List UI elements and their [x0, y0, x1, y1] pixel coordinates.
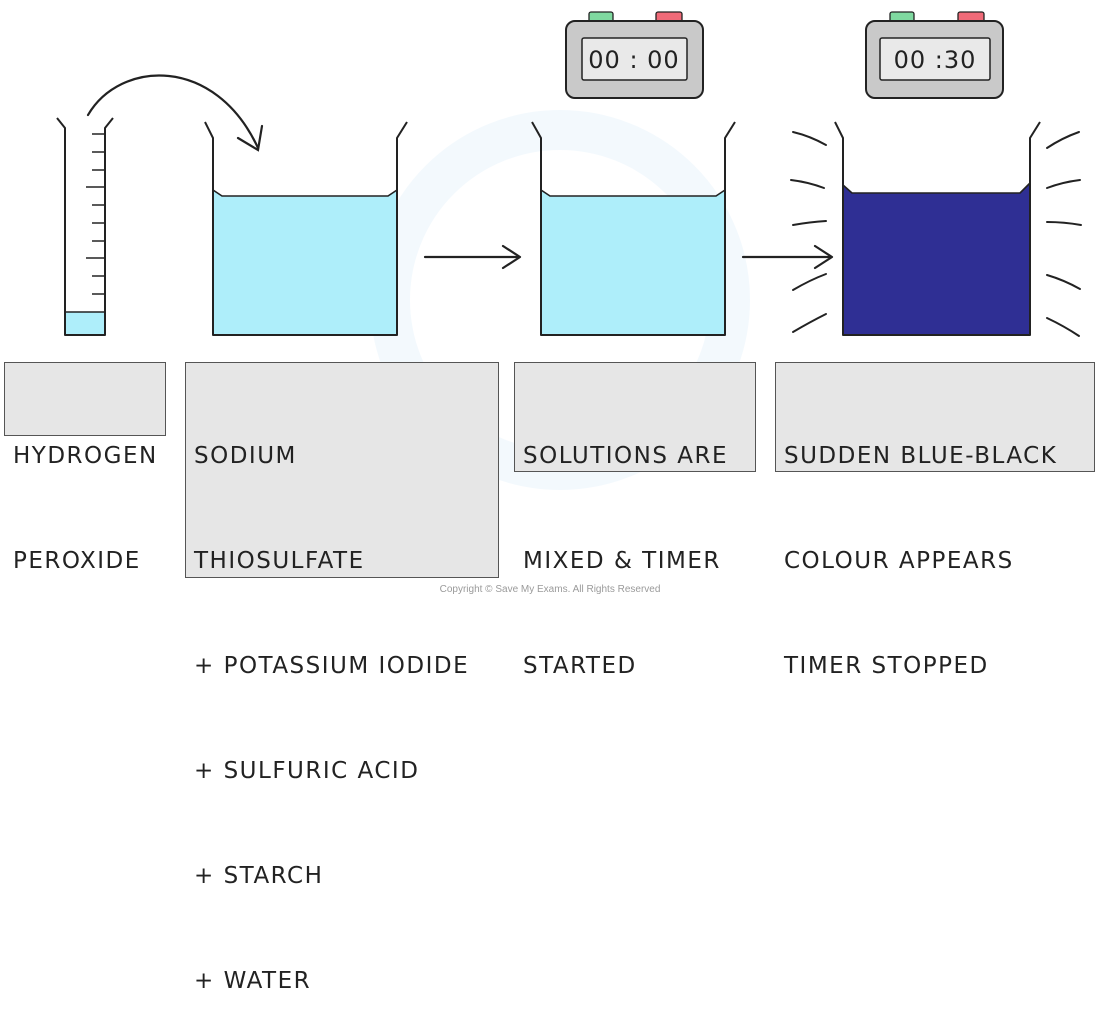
- label-line: + WATER: [194, 968, 312, 994]
- label-line: SUDDEN BLUE-BLACK: [784, 443, 1058, 469]
- label-line: + POTASSIUM IODIDE: [194, 653, 470, 679]
- label-line: MIXED & TIMER: [523, 548, 721, 574]
- label-line: SOLUTIONS ARE: [523, 443, 729, 469]
- timer-start: 00 : 00: [565, 11, 704, 99]
- label-line: + SULFURIC ACID: [194, 758, 420, 784]
- beaker-mixed: [531, 121, 736, 336]
- beaker-reagents: [204, 121, 408, 336]
- arrow-wait: [741, 244, 834, 270]
- label-line: + STARCH: [194, 863, 324, 889]
- colour-change-flash-lines: [790, 131, 1082, 337]
- label-line: SODIUM: [194, 443, 297, 469]
- label-sudden-colour-change: SUDDEN BLUE-BLACK COLOUR APPEARS TIMER S…: [775, 362, 1095, 679]
- label-line: COLOUR APPEARS: [784, 548, 1014, 574]
- label-line: TIMER STOPPED: [784, 653, 989, 679]
- beaker-solution: [213, 190, 397, 335]
- beaker-mixed-solution: [541, 190, 725, 335]
- measuring-cylinder: [56, 117, 114, 336]
- arrow-mix: [423, 244, 522, 270]
- pour-arrow: [86, 74, 264, 152]
- timer-end-display: 00 :30: [894, 46, 977, 74]
- label-sodium-thiosulfate-mixture: SODIUM THIOSULFATE + POTASSIUM IODIDE + …: [185, 362, 499, 994]
- label-solutions-mixed: SOLUTIONS ARE MIXED & TIMER STARTED: [514, 362, 756, 679]
- label-line: THIOSULFATE: [194, 548, 365, 574]
- timer-end: 00 :30: [865, 11, 1004, 99]
- label-line: STARTED: [523, 653, 637, 679]
- copyright-notice: Copyright © Save My Exams. All Rights Re…: [439, 584, 661, 595]
- blue-black-solution: [843, 183, 1030, 335]
- label-hydrogen-peroxide: HYDROGEN PEROXIDE: [4, 362, 166, 574]
- peroxide-liquid: [65, 312, 105, 335]
- timer-start-display: 00 : 00: [588, 46, 679, 74]
- label-line: HYDROGEN: [13, 443, 158, 469]
- beaker-blue-black: [834, 121, 1041, 336]
- cylinder-graduations: [86, 133, 105, 295]
- label-line: PEROXIDE: [13, 548, 141, 574]
